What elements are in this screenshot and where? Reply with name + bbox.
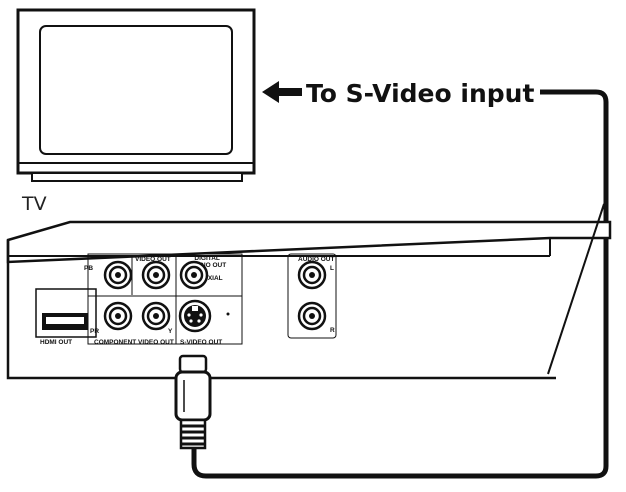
digital-audio-out-label: DIGITAL AUDIO OUT (190, 255, 227, 269)
jack-coaxial (179, 260, 209, 290)
y-label: Y (168, 328, 173, 335)
tv (16, 8, 256, 182)
tv-label: TV (21, 193, 47, 215)
s-video-cable (191, 89, 609, 479)
jack-audio-l (297, 260, 327, 290)
component-video-out-label: COMPONENT VIDEO OUT (94, 339, 174, 346)
r-label: R (330, 327, 335, 334)
jack-audio-r (297, 301, 327, 331)
callout-text: To S-Video input (306, 79, 534, 108)
pr-label: PR (90, 328, 99, 335)
tv-screen (39, 25, 233, 155)
dvd-player (6, 203, 612, 380)
l-label: L (330, 265, 334, 272)
audio-out-label: AUDIO OUT (298, 256, 335, 263)
jack-pb (103, 260, 133, 290)
jack-video (141, 260, 171, 290)
jack-y (141, 301, 171, 331)
hdmi-out-label: HDMI OUT (40, 339, 72, 346)
hdmi-port (35, 288, 97, 338)
coaxial-label: COAXIAL (193, 275, 222, 282)
s-video-out-label: S-VIDEO OUT (180, 339, 222, 346)
callout-arrow (262, 81, 302, 103)
pb-label: PB (84, 265, 93, 272)
tv-stand (31, 172, 243, 182)
jack-pr (103, 301, 133, 331)
video-out-label: VIDEO OUT (135, 256, 171, 263)
s-video-plug (174, 354, 212, 450)
s-video-jack (178, 299, 212, 333)
